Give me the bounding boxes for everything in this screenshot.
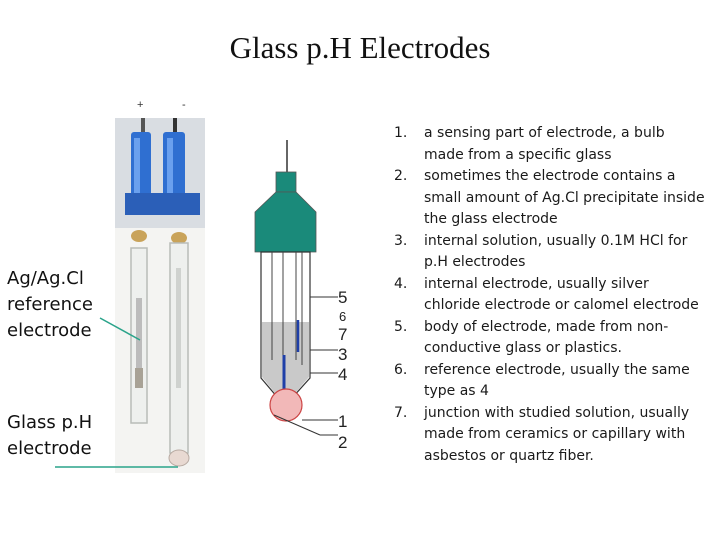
list-item-line: made from ceramics or capillary with bbox=[424, 424, 720, 446]
list-item-number: 2. bbox=[394, 166, 407, 188]
list-item-line: small amount of Ag.Cl precipitate inside bbox=[424, 188, 720, 210]
list-item: 1. a sensing part of electrode, a bulb m… bbox=[394, 123, 720, 166]
list-item-line: made from a specific glass bbox=[424, 145, 720, 167]
description-list: 1. a sensing part of electrode, a bulb m… bbox=[394, 123, 720, 467]
reference-pointer-line bbox=[100, 318, 140, 340]
list-item-line: sometimes the electrode contains a bbox=[424, 166, 720, 188]
list-item-number: 6. bbox=[394, 360, 407, 382]
diagram-number: 5 bbox=[338, 288, 347, 307]
list-item-number: 3. bbox=[394, 231, 407, 253]
diagram-number: 3 bbox=[338, 345, 347, 364]
list-item: 4. internal electrode, usually silver ch… bbox=[394, 274, 720, 317]
diagram-number: 2 bbox=[338, 433, 347, 452]
diagram-number: 1 bbox=[338, 412, 347, 431]
list-item-line: conductive glass or plastics. bbox=[424, 338, 720, 360]
list-item: 6. reference electrode, usually the same… bbox=[394, 360, 720, 403]
list-item-line: reference electrode, usually the same bbox=[424, 360, 720, 382]
list-item: 5. body of electrode, made from non- con… bbox=[394, 317, 720, 360]
list-item-line: the glass electrode bbox=[424, 209, 720, 231]
electrode-schematic: 5 6 7 3 4 1 2 bbox=[230, 130, 370, 470]
list-item: 7. junction with studied solution, usual… bbox=[394, 403, 720, 468]
diagram-number: 4 bbox=[338, 365, 347, 384]
list-item-line: p.H electrodes bbox=[424, 252, 720, 274]
diagram-number: 6 bbox=[339, 309, 346, 324]
diagram-number: 7 bbox=[338, 325, 347, 344]
list-item-line: body of electrode, made from non- bbox=[424, 317, 720, 339]
list-item-line: chloride electrode or calomel electrode bbox=[424, 295, 720, 317]
list-item-line: internal electrode, usually silver bbox=[424, 274, 720, 296]
list-item: 3. internal solution, usually 0.1M HCl f… bbox=[394, 231, 720, 274]
list-item-line: a sensing part of electrode, a bulb bbox=[424, 123, 720, 145]
list-item-line: type as 4 bbox=[424, 381, 720, 403]
list-item-line: junction with studied solution, usually bbox=[424, 403, 720, 425]
list-item-line: asbestos or quartz fiber. bbox=[424, 446, 720, 468]
list-item-number: 5. bbox=[394, 317, 407, 339]
list-item-number: 1. bbox=[394, 123, 407, 145]
list-item: 2. sometimes the electrode contains a sm… bbox=[394, 166, 720, 231]
list-item-number: 7. bbox=[394, 403, 407, 425]
list-item-line: internal solution, usually 0.1M HCl for bbox=[424, 231, 720, 253]
list-item-number: 4. bbox=[394, 274, 407, 296]
